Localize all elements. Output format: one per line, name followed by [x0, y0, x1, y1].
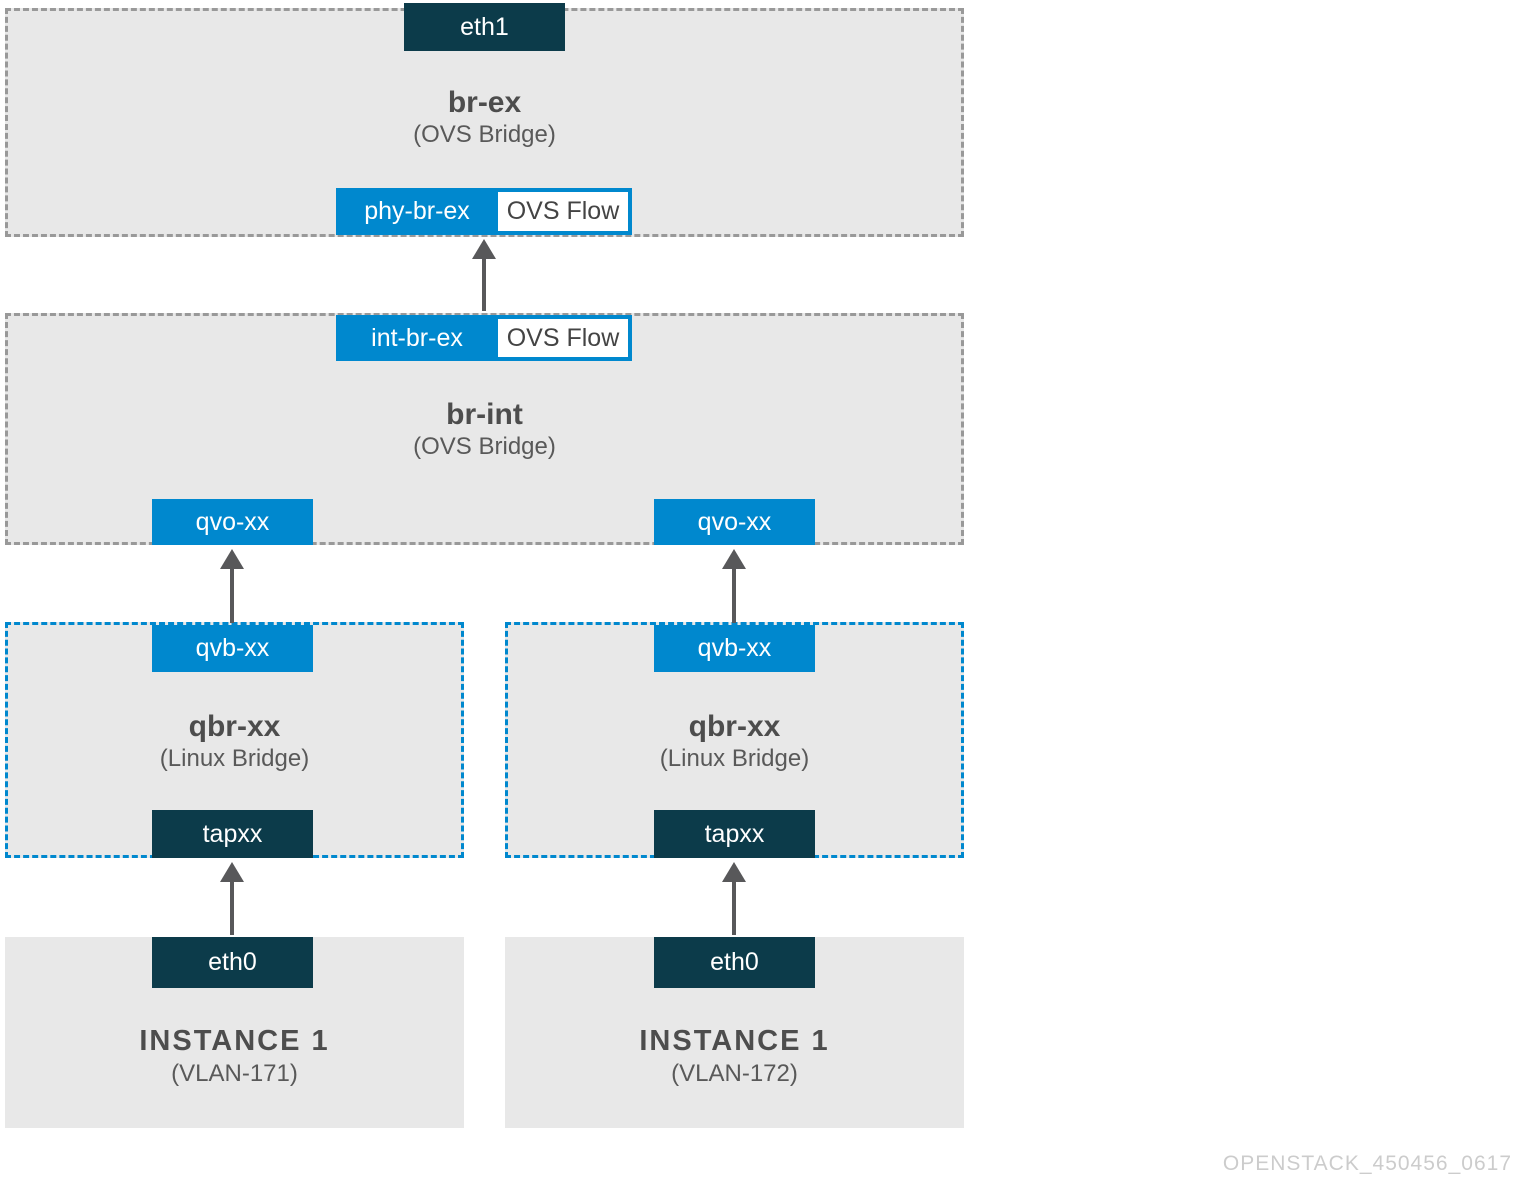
tap-port-left-label: tapxx — [202, 819, 263, 848]
qvb-port-left: qvb-xx — [152, 625, 313, 672]
br-ex-label-block: br-ex (OVS Bridge) — [5, 86, 964, 150]
qvo-port-left-label: qvo-xx — [195, 507, 270, 536]
arrow-head-icon — [220, 549, 244, 569]
eth1-port: eth1 — [404, 3, 565, 51]
qvo-port-right: qvo-xx — [654, 499, 815, 545]
qvb-port-right-label: qvb-xx — [697, 634, 772, 662]
tap-port-right-label: tapxx — [704, 819, 765, 848]
arrow-up-icon — [472, 239, 496, 311]
tap-port-left: tapxx — [152, 810, 313, 858]
arrow-shaft — [732, 882, 736, 935]
arrow-up-icon — [722, 549, 746, 623]
br-ex-subtitle: (OVS Bridge) — [413, 121, 556, 148]
qbr-right-label-block: qbr-xx (Linux Bridge) — [505, 710, 964, 774]
qvo-port-right-label: qvo-xx — [697, 507, 772, 536]
arrow-shaft — [230, 569, 234, 623]
ovs-flow-badge-brex: OVS Flow — [498, 192, 628, 231]
br-int-title: br-int — [446, 398, 523, 431]
phy-br-ex-label: phy-br-ex — [364, 197, 470, 225]
instance-left-title: INSTANCE 1 — [139, 1025, 330, 1057]
qvo-port-left: qvo-xx — [152, 499, 313, 545]
eth0-port-left-label: eth0 — [208, 948, 257, 976]
eth1-port-label: eth1 — [460, 12, 509, 41]
instance-right-subtitle: (VLAN-172) — [671, 1059, 798, 1087]
qbr-left-label-block: qbr-xx (Linux Bridge) — [5, 710, 464, 774]
br-ex-title: br-ex — [447, 86, 522, 119]
qvb-port-right: qvb-xx — [654, 625, 815, 672]
arrow-up-icon — [722, 862, 746, 935]
arrow-head-icon — [722, 862, 746, 882]
instance-right-title: INSTANCE 1 — [639, 1025, 830, 1057]
br-int-subtitle: (OVS Bridge) — [413, 433, 556, 460]
arrow-shaft — [482, 259, 486, 311]
int-br-ex-label: int-br-ex — [371, 323, 463, 352]
arrow-head-icon — [472, 239, 496, 259]
br-int-label-block: br-int (OVS Bridge) — [5, 398, 964, 462]
instance-right-label-block: INSTANCE 1 (VLAN-172) — [505, 1025, 964, 1089]
qbr-left-subtitle: (Linux Bridge) — [159, 745, 310, 772]
arrow-up-icon — [220, 549, 244, 623]
tap-port-right: tapxx — [654, 810, 815, 858]
eth0-port-right-label: eth0 — [710, 948, 759, 976]
instance-left-subtitle: (VLAN-171) — [171, 1059, 298, 1087]
arrow-head-icon — [722, 549, 746, 569]
phy-br-ex-patch-port: phy-br-ex OVS Flow — [336, 188, 632, 235]
qbr-right-subtitle: (Linux Bridge) — [659, 745, 810, 772]
int-br-ex-patch-port: int-br-ex OVS Flow — [336, 315, 632, 361]
eth0-port-right: eth0 — [654, 937, 815, 988]
qvb-port-left-label: qvb-xx — [195, 634, 270, 662]
arrow-shaft — [230, 882, 234, 935]
qbr-left-title: qbr-xx — [188, 710, 281, 743]
arrow-head-icon — [220, 862, 244, 882]
ovs-flow-badge-brint: OVS Flow — [498, 319, 628, 357]
watermark-text: OPENSTACK_450456_0617 — [1222, 1152, 1512, 1175]
arrow-shaft — [732, 569, 736, 623]
arrow-up-icon — [220, 862, 244, 935]
qbr-right-title: qbr-xx — [688, 710, 781, 743]
instance-left-label-block: INSTANCE 1 (VLAN-171) — [5, 1025, 464, 1089]
eth0-port-left: eth0 — [152, 937, 313, 988]
